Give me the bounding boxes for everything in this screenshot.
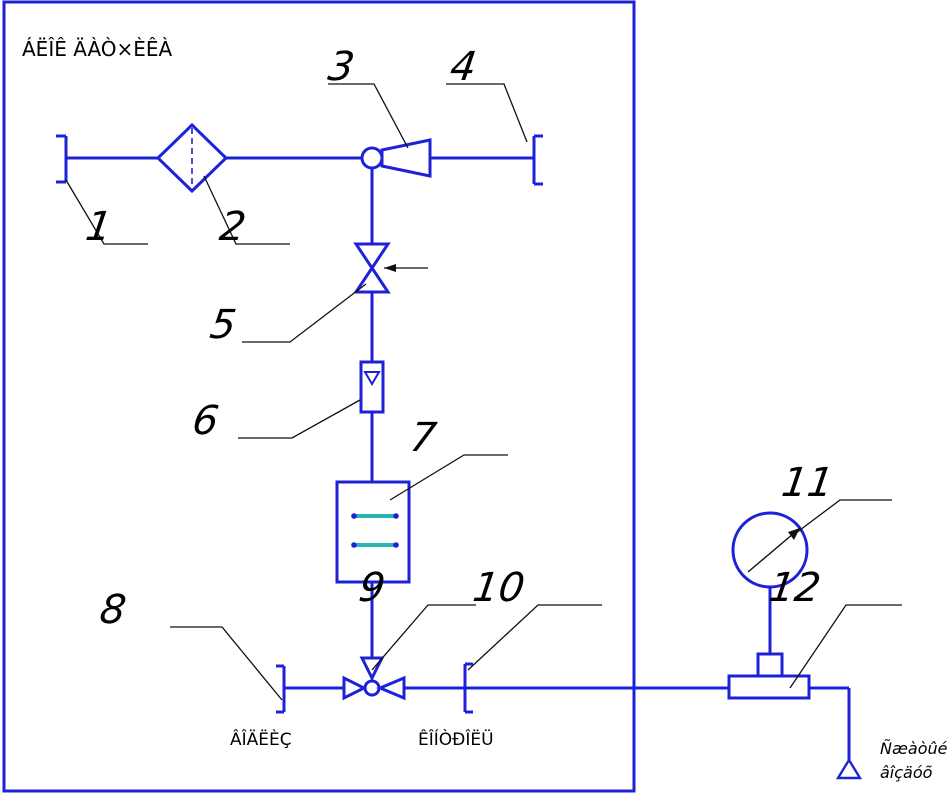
tee-fitting [727, 652, 811, 700]
leader-lines [65, 83, 902, 701]
control-port-label: ÊÎÍÒÐÎËÜ [418, 728, 494, 750]
callout-9: 9 [356, 565, 388, 611]
callout-2: 2 [217, 204, 249, 250]
filter [155, 122, 229, 194]
callout-10: 10 [470, 565, 527, 611]
inlet-port-label: ÂÎÄËÈÇ [230, 728, 292, 750]
callout-8: 8 [97, 587, 129, 633]
callout-4: 4 [447, 44, 479, 90]
callout-7: 7 [407, 415, 439, 461]
three-way-valve [342, 656, 406, 701]
block-label: ÁËÎÊ ÄÀÒ×ÈÊÀ [22, 37, 173, 61]
callout-3: 3 [325, 44, 357, 90]
callout-5: 5 [207, 302, 239, 348]
supply-arrow [835, 757, 863, 780]
inlet-bracket [56, 134, 68, 184]
inlet-port-bracket [276, 664, 286, 714]
exhaust-label-line2: âîçäóõ [880, 763, 933, 782]
outlet-bracket [532, 134, 543, 186]
pressure-gauge [731, 511, 809, 589]
callout-1: 1 [83, 204, 115, 250]
callout-12: 12 [766, 565, 823, 611]
throttle-valve [353, 242, 428, 294]
callout-11: 11 [779, 460, 836, 506]
callout-6: 6 [190, 398, 222, 444]
sensor-block-frame [2, 0, 636, 793]
flow-indicator [359, 360, 385, 414]
exhaust-label-line1: Ñæàòûé [880, 739, 948, 758]
